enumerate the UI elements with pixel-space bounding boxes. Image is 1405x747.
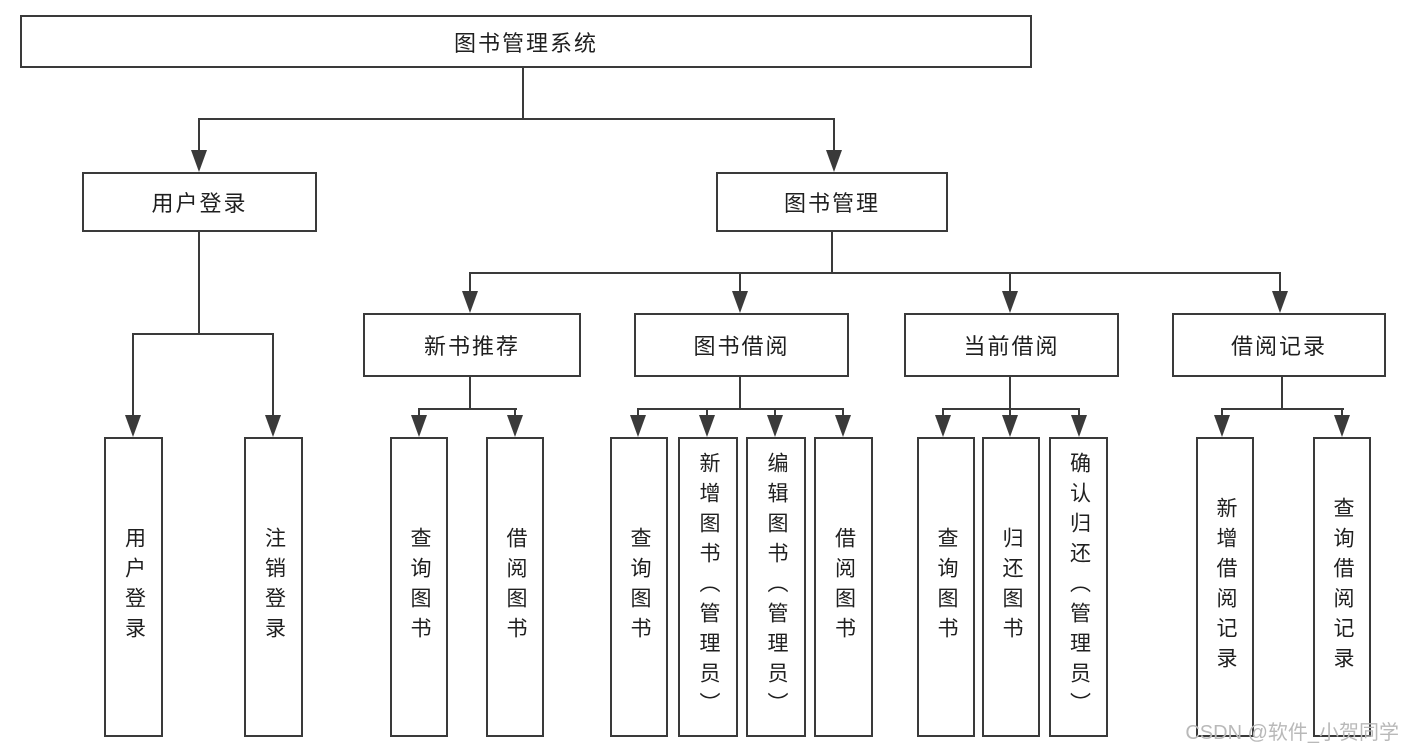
arrowhead-down-icon <box>411 415 427 437</box>
connector-line <box>831 232 833 274</box>
connector-line <box>418 408 420 417</box>
arrowhead-down-icon <box>1334 415 1350 437</box>
leaf-current-query-book: 查询图书 <box>917 437 975 737</box>
connector-line <box>418 408 517 410</box>
arrowhead-down-icon <box>699 415 715 437</box>
connector-line <box>198 118 200 152</box>
arrowhead-down-icon <box>1002 291 1018 313</box>
leaf-user-login-label: 用户登录 <box>122 527 146 647</box>
connector-line <box>1281 377 1283 410</box>
leaf-record-add-record: 新增借阅记录 <box>1196 437 1254 737</box>
leaf-user-login: 用户登录 <box>104 437 163 737</box>
arrowhead-down-icon <box>732 291 748 313</box>
arrowhead-down-icon <box>265 415 281 437</box>
node-new-book-recommend-label: 新书推荐 <box>423 334 520 359</box>
connector-line <box>198 118 835 120</box>
leaf-borrow-borrow-book-label: 借阅图书 <box>832 527 856 647</box>
arrowhead-down-icon <box>125 415 141 437</box>
leaf-newrec-query-book-label: 查询图书 <box>408 527 431 647</box>
node-book-manage-label: 图书管理 <box>783 191 880 216</box>
arrowhead-down-icon <box>1002 415 1018 437</box>
csdn-watermark: CSDN @软件_小贺同学 <box>1185 722 1399 744</box>
node-new-book-recommend: 新书推荐 <box>363 313 581 377</box>
leaf-current-confirm-return-admin: 确认归还（管理员） <box>1049 437 1108 737</box>
leaf-borrow-edit-book-admin: 编辑图书（管理员） <box>746 437 806 737</box>
node-borrow-record: 借阅记录 <box>1172 313 1386 377</box>
leaf-newrec-borrow-book: 借阅图书 <box>486 437 544 737</box>
connector-line <box>942 408 1080 410</box>
connector-line <box>1009 377 1011 417</box>
leaf-borrow-query-book: 查询图书 <box>610 437 668 737</box>
connector-line <box>739 377 741 410</box>
arrowhead-down-icon <box>1071 415 1087 437</box>
connector-line <box>774 408 776 417</box>
connector-line <box>132 333 274 335</box>
leaf-borrow-query-book-label: 查询图书 <box>628 527 651 647</box>
node-user-login: 用户登录 <box>82 172 317 232</box>
arrowhead-down-icon <box>767 415 783 437</box>
node-book-borrow-label: 图书借阅 <box>693 334 790 359</box>
connector-line <box>132 333 134 417</box>
leaf-current-return-book-label: 归还图书 <box>1000 527 1023 647</box>
leaf-record-query-record: 查询借阅记录 <box>1313 437 1371 737</box>
connector-line <box>522 68 524 120</box>
connector-line <box>514 408 516 417</box>
arrowhead-down-icon <box>935 415 951 437</box>
leaf-borrow-borrow-book: 借阅图书 <box>814 437 873 737</box>
leaf-logout-label: 注销登录 <box>262 527 286 647</box>
node-borrow-record-label: 借阅记录 <box>1230 334 1327 359</box>
connector-line <box>1009 272 1011 293</box>
connector-line <box>637 408 844 410</box>
leaf-current-return-book: 归还图书 <box>982 437 1040 737</box>
connector-line <box>637 408 639 417</box>
node-current-borrow: 当前借阅 <box>904 313 1119 377</box>
connector-line <box>198 232 200 335</box>
leaf-record-query-record-label: 查询借阅记录 <box>1331 497 1354 677</box>
arrowhead-down-icon <box>507 415 523 437</box>
node-root: 图书管理系统 <box>20 15 1032 68</box>
leaf-record-add-record-label: 新增借阅记录 <box>1214 497 1237 677</box>
arrowhead-down-icon <box>835 415 851 437</box>
connector-line <box>272 333 274 417</box>
leaf-newrec-query-book: 查询图书 <box>390 437 448 737</box>
arrowhead-down-icon <box>1214 415 1230 437</box>
connector-line <box>1221 408 1223 417</box>
connector-line <box>1078 408 1080 417</box>
leaf-borrow-edit-book-admin-label: 编辑图书（管理员） <box>765 452 788 722</box>
leaf-current-confirm-return-admin-label: 确认归还（管理员） <box>1067 452 1091 722</box>
node-book-borrow: 图书借阅 <box>634 313 849 377</box>
arrowhead-down-icon <box>630 415 646 437</box>
connector-line <box>842 408 844 417</box>
arrowhead-down-icon <box>191 150 207 172</box>
connector-line <box>1341 408 1343 417</box>
connector-line <box>833 118 835 152</box>
node-root-label: 图书管理系统 <box>453 30 598 56</box>
connector-line <box>469 377 471 410</box>
connector-line <box>469 272 471 293</box>
connector-line <box>469 272 1281 274</box>
node-user-login-label: 用户登录 <box>151 191 248 216</box>
arrowhead-down-icon <box>826 150 842 172</box>
arrowhead-down-icon <box>1272 291 1288 313</box>
arrowhead-down-icon <box>462 291 478 313</box>
connector-line <box>1221 408 1344 410</box>
leaf-borrow-add-book-admin: 新增图书（管理员） <box>678 437 738 737</box>
leaf-logout: 注销登录 <box>244 437 303 737</box>
connector-line <box>942 408 944 417</box>
leaf-borrow-add-book-admin-label: 新增图书（管理员） <box>697 452 720 722</box>
leaf-newrec-borrow-book-label: 借阅图书 <box>504 527 527 647</box>
connector-line <box>739 272 741 293</box>
connector-line <box>1279 272 1281 293</box>
leaf-current-query-book-label: 查询图书 <box>935 527 958 647</box>
connector-line <box>706 408 708 417</box>
node-current-borrow-label: 当前借阅 <box>963 334 1060 359</box>
node-book-manage: 图书管理 <box>716 172 948 232</box>
